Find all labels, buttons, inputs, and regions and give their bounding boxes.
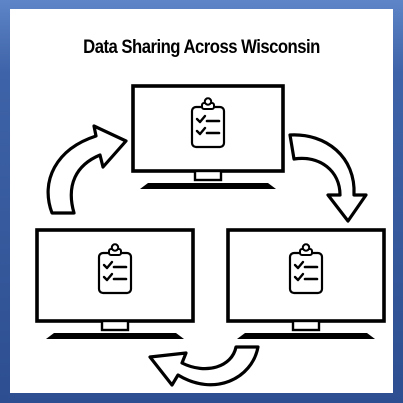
curved-arrow-icon <box>46 124 128 215</box>
diagram-canvas <box>35 84 386 387</box>
curved-arrow-icon <box>288 133 368 223</box>
arrow-left-to-top <box>46 124 128 215</box>
curved-arrow-icon <box>148 345 260 387</box>
monitor-top <box>131 84 285 189</box>
monitor-left <box>35 228 195 339</box>
monitor-right <box>226 228 386 339</box>
diagram-panel: Data Sharing Across Wisconsin <box>10 9 393 393</box>
arrow-right-to-left <box>148 345 260 387</box>
arrow-top-to-right <box>288 133 368 223</box>
diagram-title: Data Sharing Across Wisconsin <box>83 37 320 58</box>
